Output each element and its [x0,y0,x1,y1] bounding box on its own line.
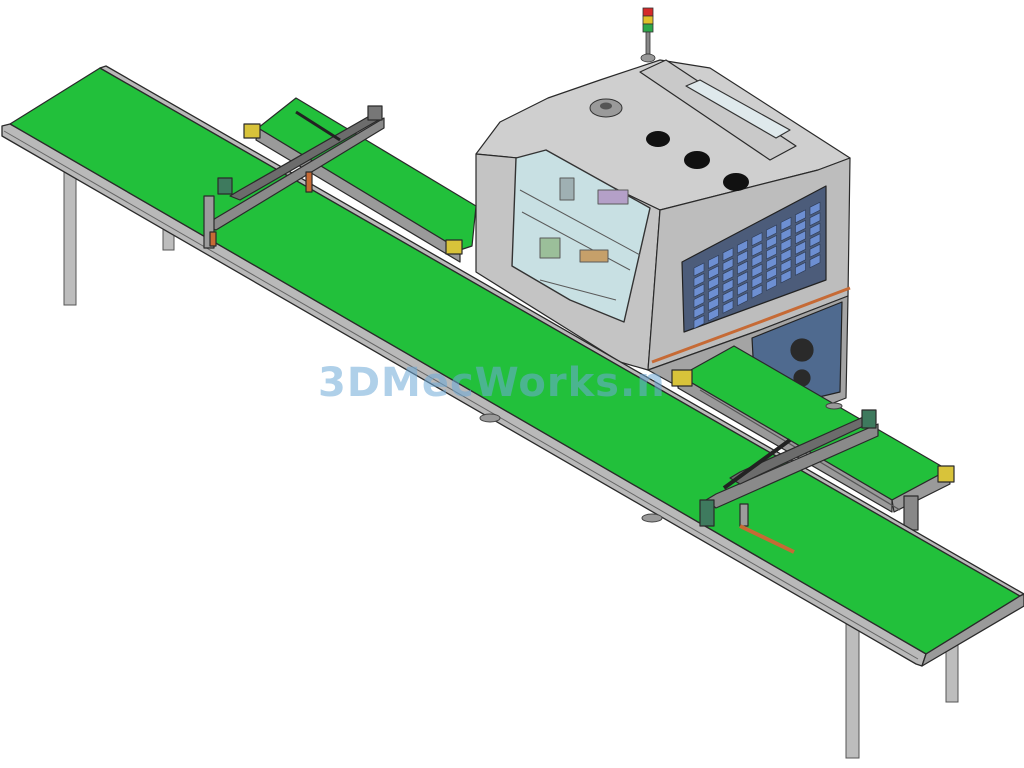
vent-square [809,212,821,227]
vent-square [737,292,748,307]
fan-1-icon [646,131,670,147]
signal-tower [640,7,656,63]
vent-square [751,253,763,268]
floor-feet [479,402,843,523]
vent-square [722,289,734,304]
fan-2-icon [684,151,710,169]
vent-square [693,294,705,308]
top-fans [589,98,749,191]
vent-square [722,268,734,283]
vent-square [795,219,806,234]
vent-square [751,263,763,278]
vent-square [766,245,777,260]
vent-square [693,273,705,287]
vent-square [751,274,763,289]
internal-parts [519,177,641,301]
vent-square [795,261,806,276]
lower-gantry [699,409,879,554]
vent-square [780,237,792,252]
vent-square [809,233,821,248]
vent-square [722,247,734,262]
vent-square [708,275,719,290]
vent-square [737,260,748,275]
vent-square [766,266,777,281]
vent-square [751,232,763,247]
vent-square [766,277,777,291]
vent-square [708,307,719,322]
vent-square [693,315,705,329]
vent-square [737,271,748,286]
vent-square [693,304,705,319]
vent-square [722,278,734,293]
upper-gantry [203,105,385,249]
vent-square [693,262,705,277]
vent-square [766,256,777,270]
vent-square [693,283,705,298]
vent-square [722,257,734,272]
vent-square [766,224,777,239]
vent-square [809,201,821,216]
vent-square [780,258,792,273]
vent-square [766,235,777,249]
vent-square [795,230,806,245]
main-conveyor-legs [63,169,959,759]
vent-square [708,265,719,280]
vent-square [795,240,806,255]
vent-square [737,239,748,254]
vent-square [795,209,806,224]
vent-square [809,254,821,269]
vent-square [751,242,763,257]
fan-3-icon [723,173,749,191]
vent-square [737,281,748,296]
vent-grille [693,201,821,329]
vent-square [737,250,748,265]
vent-square [780,269,792,284]
vent-square [751,284,763,299]
base-fan-upper [790,338,814,362]
vent-square [708,296,719,311]
vent-square [780,227,792,242]
top-window [685,79,791,139]
vent-square [795,251,806,266]
vent-square [708,254,719,269]
vent-square [722,299,734,314]
vent-square [809,243,821,258]
vent-square [780,216,792,231]
vent-square [780,248,792,263]
vent-square [809,222,821,237]
vent-square [708,286,719,301]
